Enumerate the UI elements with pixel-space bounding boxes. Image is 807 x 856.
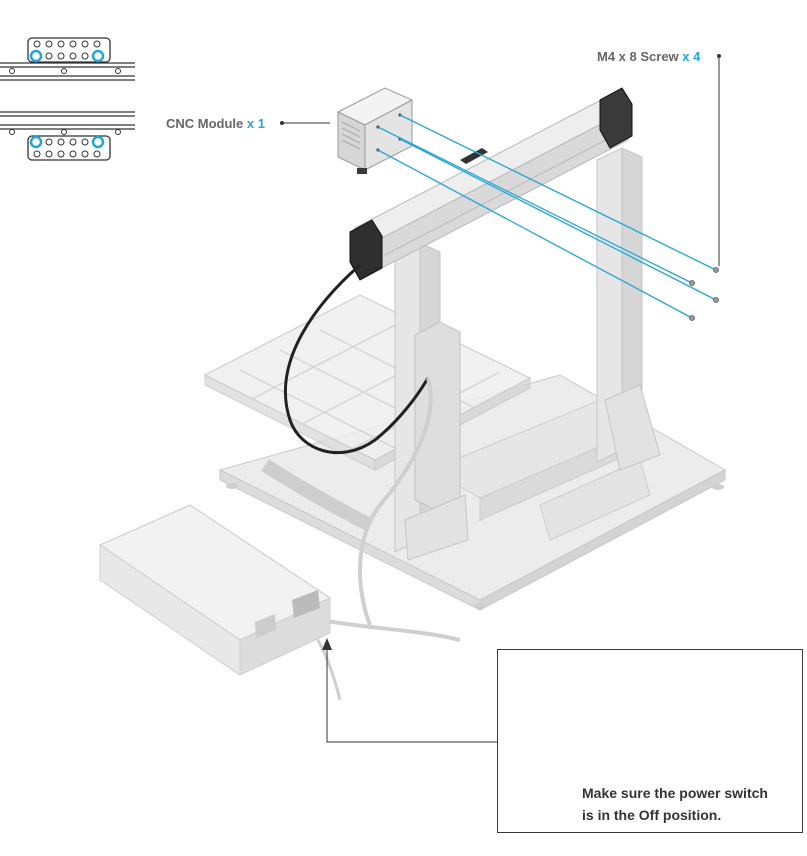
notice-line-1: Make sure the power switch: [582, 785, 768, 801]
screw-label: M4 x 8 Screw: [597, 49, 679, 64]
cnc-module-callout: CNC Module x 1: [166, 116, 265, 131]
gantry-beam: [349, 87, 633, 281]
notice-line-2: is in the Off position.: [582, 807, 722, 823]
screw-callout: M4 x 8 Screw x 4: [597, 49, 700, 64]
power-switch-notice: Make sure the power switch is in the Off…: [497, 649, 803, 833]
callout-leaders: [282, 56, 720, 743]
power-supply: [98, 504, 332, 676]
assembly-guide-lines: [377, 114, 717, 319]
left-column: [394, 242, 469, 561]
mounting-hole-icon: [29, 49, 105, 63]
cnc-module-quantity: x 1: [246, 116, 265, 131]
mounting-hole-detail: [0, 37, 135, 161]
right-column: [596, 147, 661, 471]
screw-icon: [689, 267, 719, 321]
screw-quantity: x 4: [682, 49, 701, 64]
cables: [283, 263, 461, 701]
cnc-module-label: CNC Module: [166, 116, 244, 131]
notice-text: Make sure the power switch is in the Off…: [582, 782, 802, 826]
cnc-module: [336, 87, 414, 174]
